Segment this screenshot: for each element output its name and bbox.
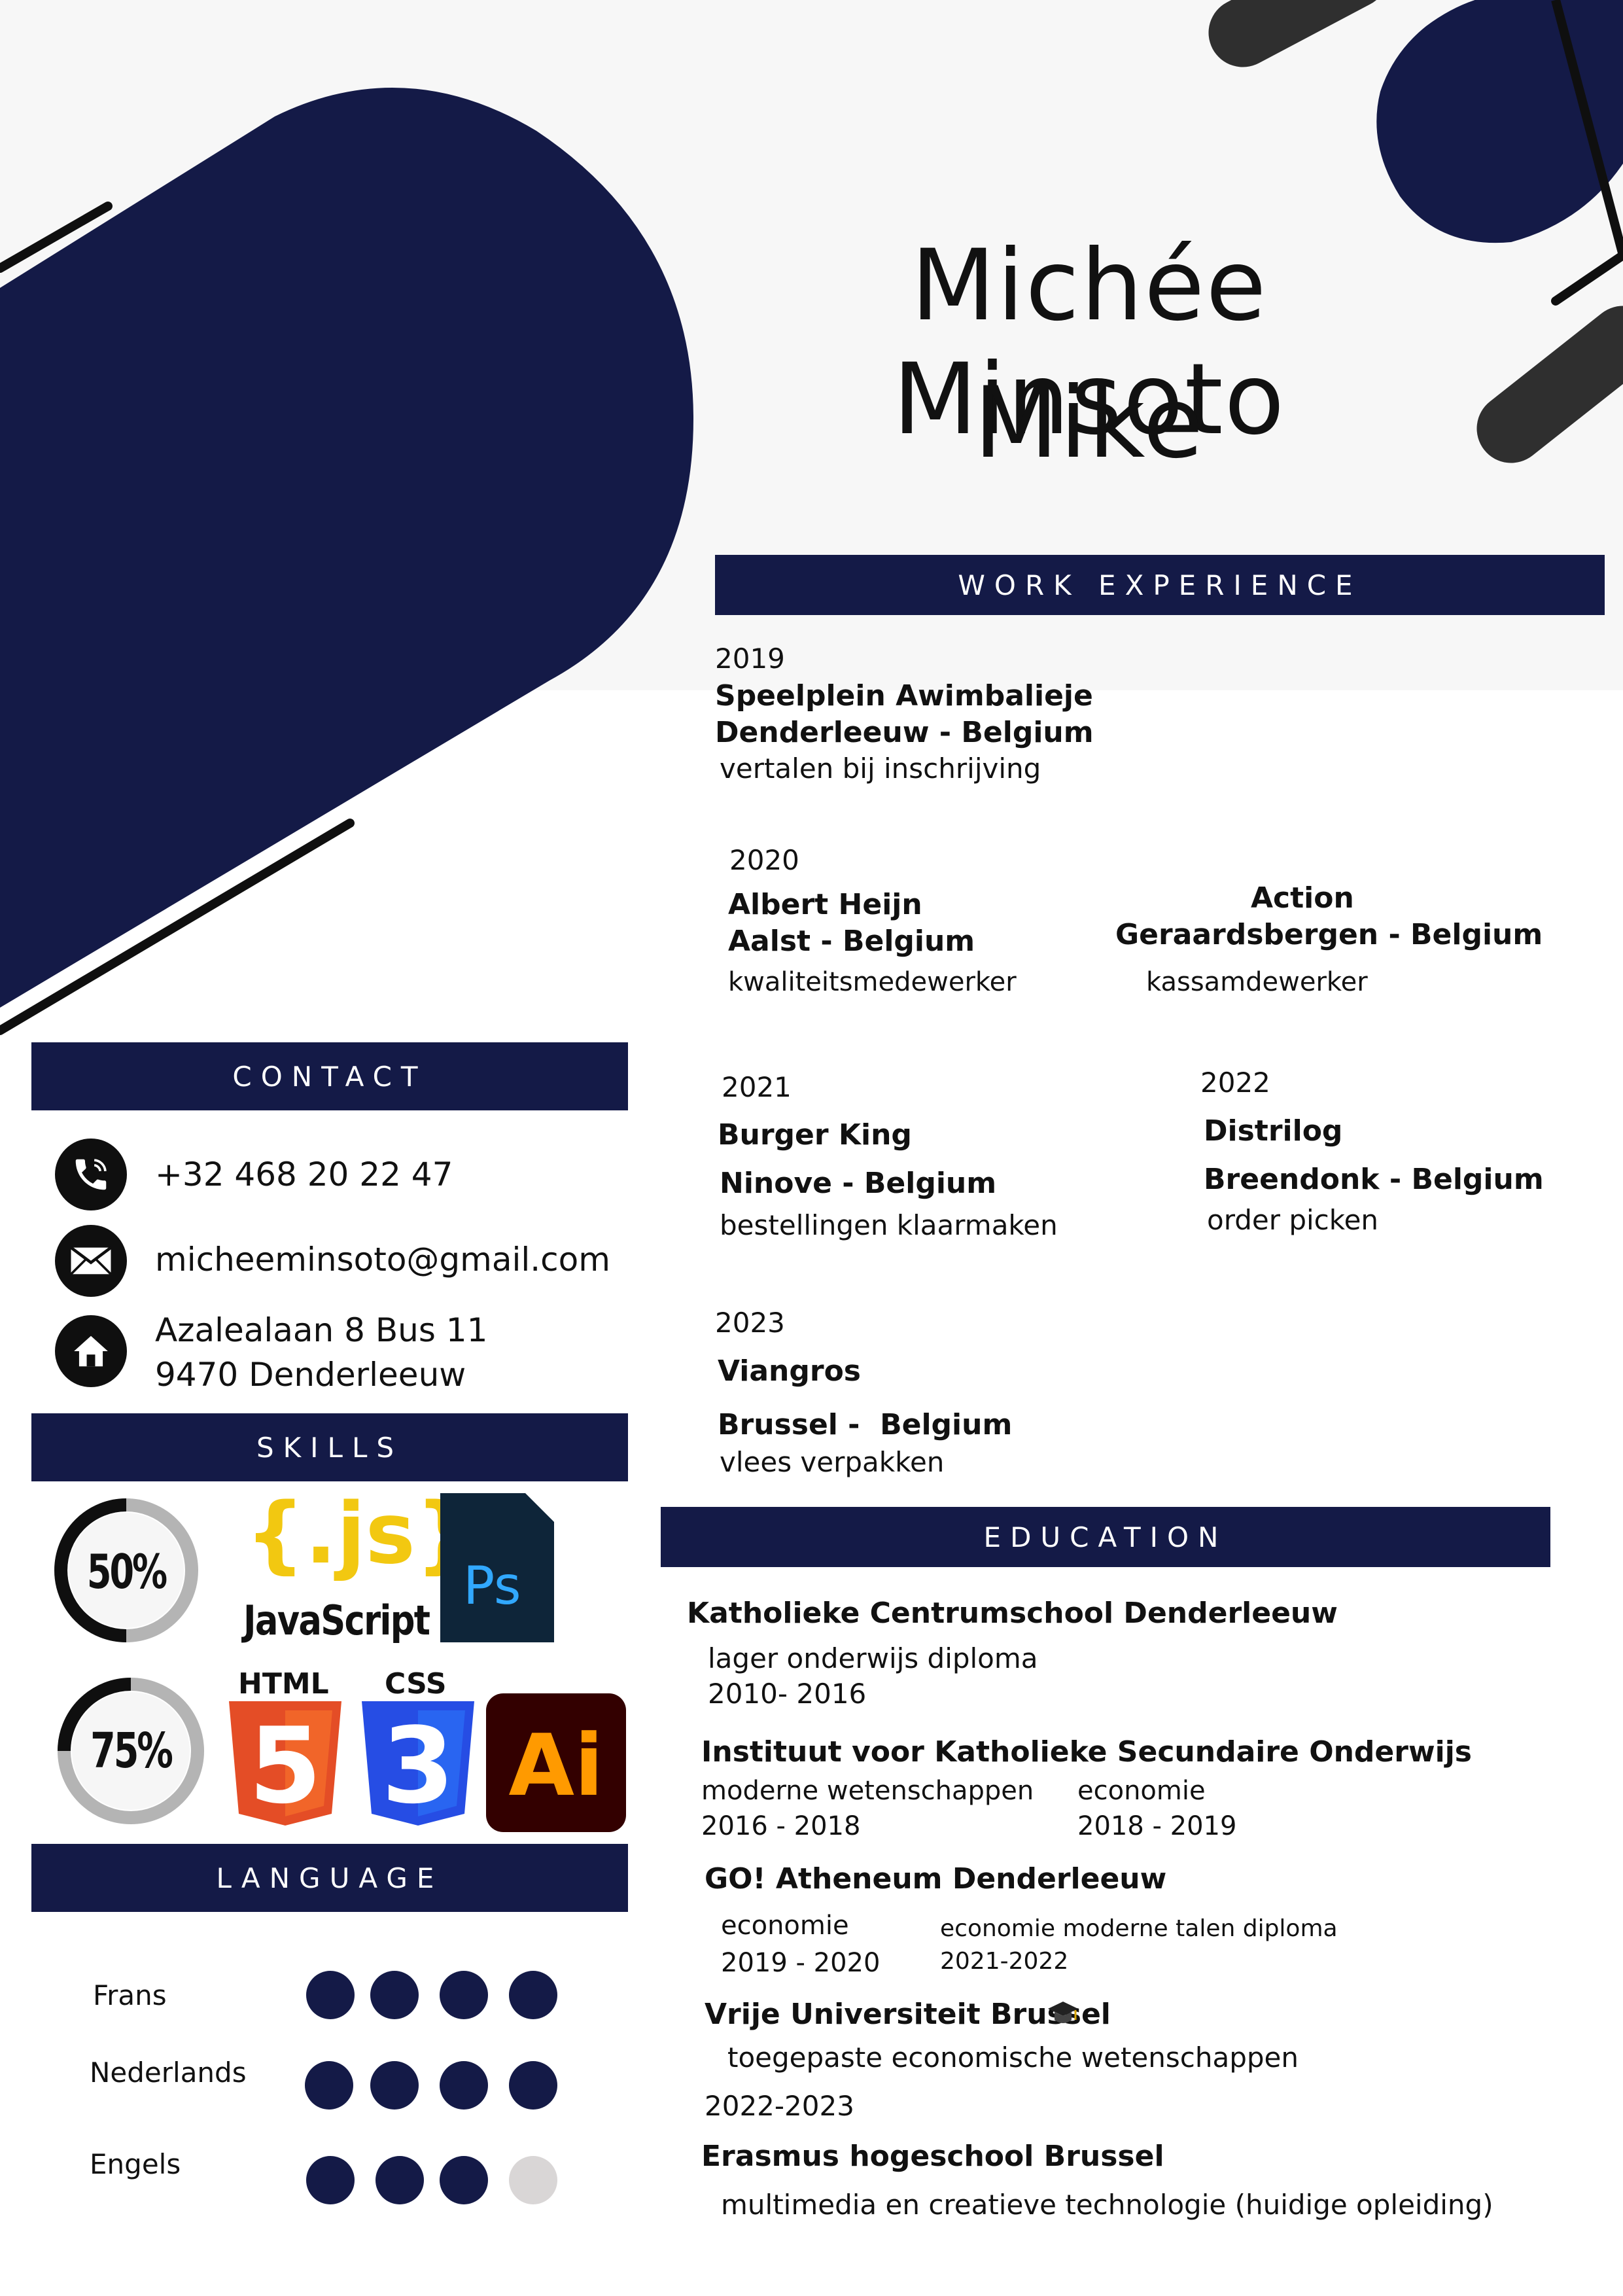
home-icon <box>55 1315 127 1387</box>
ring-progress <box>54 1498 127 1642</box>
photoshop-logo-text: Ps <box>463 1555 521 1616</box>
work-company: Viangros <box>718 1354 861 1388</box>
html-caption: HTML <box>238 1667 329 1701</box>
work-company: Distrilog <box>1204 1114 1343 1148</box>
education-years: 2016 - 2018 <box>701 1811 861 1841</box>
education-header: EDUCATION <box>661 1507 1550 1567</box>
skills-header: SKILLS <box>31 1413 628 1481</box>
language-name: Frans <box>93 1979 167 2011</box>
skill-ring-50-label: 50% <box>86 1544 167 1599</box>
skill-ring-50 <box>54 1498 198 1642</box>
work-location: Aalst - Belgium <box>728 925 975 958</box>
illustrator-logo: Ai <box>486 1693 626 1832</box>
education-years: 2022-2023 <box>705 2090 854 2122</box>
work-role: bestellingen klaarmaken <box>720 1209 1058 1241</box>
education-program: economie <box>1077 1776 1206 1806</box>
contact-address-line2: 9470 Denderleeuw <box>155 1356 466 1394</box>
illustrator-logo-text: Ai <box>508 1716 604 1815</box>
contact-address-line1: Azalealaan 8 Bus 11 <box>155 1311 488 1349</box>
education-years: 2010- 2016 <box>708 1678 867 1710</box>
ring-progress <box>58 1678 131 1752</box>
work-year: 2021 <box>722 1071 792 1103</box>
work-location: Denderleeuw - Belgium <box>715 716 1094 749</box>
language-level-dot <box>375 2156 424 2204</box>
work-company: Action <box>1251 881 1354 915</box>
education-years: 2019 - 2020 <box>721 1948 881 1978</box>
work-location: Ninove - Belgium <box>720 1167 997 1200</box>
photoshop-logo: Ps <box>440 1493 554 1642</box>
language-level-dot-empty <box>509 2156 557 2204</box>
language-level-dot <box>440 1971 488 2019</box>
work-experience-header: WORK EXPERIENCE <box>715 555 1605 615</box>
phone-icon <box>55 1139 127 1210</box>
education-years: 2021-2022 <box>940 1948 1069 1975</box>
javascript-caption: JavaScript <box>243 1597 430 1644</box>
work-location: Breendonk - Belgium <box>1204 1163 1544 1196</box>
work-company: Speelplein Awimbalieje <box>715 679 1093 713</box>
work-role: vertalen bij inschrijving <box>720 752 1041 785</box>
language-level-dot <box>370 2061 419 2110</box>
language-level-dot <box>440 2156 488 2204</box>
education-program: moderne wetenschappen <box>701 1776 1034 1806</box>
language-level-dot <box>370 1971 419 2019</box>
work-year: 2020 <box>729 844 799 876</box>
html5-logo <box>229 1701 341 1826</box>
work-role: kwaliteitsmedewerker <box>728 967 1017 997</box>
javascript-logo: {.js} <box>245 1485 475 1583</box>
education-program: economie moderne talen diploma <box>940 1915 1338 1942</box>
css3-number: 3 <box>381 1704 455 1827</box>
work-company: Albert Heijn <box>728 888 922 921</box>
work-role: kassamdewerker <box>1146 967 1368 997</box>
decorative-shapes <box>0 0 1623 1035</box>
contact-email[interactable]: micheeminsoto@gmail.com <box>155 1241 610 1279</box>
work-location: Geraardsbergen - Belgium <box>1115 918 1543 951</box>
language-header: LANGUAGE <box>31 1844 628 1912</box>
name-second-line: Mike <box>973 366 1205 480</box>
language-level-dot <box>306 2156 355 2204</box>
language-level-dot <box>305 2061 353 2110</box>
skill-ring-75-label: 75% <box>90 1723 173 1779</box>
skill-ring-75 <box>58 1678 204 1824</box>
education-program: multimedia en creatieve technologie (hui… <box>721 2189 1493 2221</box>
language-level-dot <box>306 1971 355 2019</box>
language-level-dot <box>440 2061 488 2110</box>
education-years: 2018 - 2019 <box>1077 1811 1237 1841</box>
css-caption: CSS <box>385 1667 447 1701</box>
work-role: vlees verpakken <box>720 1446 945 1478</box>
education-program: economie <box>721 1911 849 1941</box>
education-school: Erasmus hogeschool Brussel <box>701 2140 1164 2173</box>
contact-phone[interactable]: +32 468 20 22 47 <box>155 1156 453 1193</box>
language-name: Nederlands <box>90 2057 247 2089</box>
work-year: 2019 <box>715 643 785 675</box>
work-year: 2023 <box>715 1307 785 1339</box>
work-year: 2022 <box>1200 1067 1270 1099</box>
work-location: Brussel - Belgium <box>718 1408 1013 1441</box>
contact-header: CONTACT <box>31 1042 628 1110</box>
work-company: Burger King <box>718 1118 912 1152</box>
graduation-cap-icon <box>1048 2002 1078 2023</box>
education-school: Instituut voor Katholieke Secundaire Ond… <box>701 1735 1472 1769</box>
language-level-dot <box>509 1971 557 2019</box>
education-school: Vrije Universiteit Brussel <box>705 1998 1111 2031</box>
education-program: toegepaste economische wetenschappen <box>727 2041 1299 2074</box>
education-school: GO! Atheneum Denderleeuw <box>705 1862 1167 1896</box>
html5-number: 5 <box>249 1704 322 1827</box>
language-name: Engels <box>90 2148 181 2180</box>
mail-icon <box>55 1225 127 1297</box>
language-level-dot <box>509 2061 557 2110</box>
name-first-line: Michée Minsoto <box>892 229 1286 457</box>
education-program: lager onderwijs diploma <box>708 1642 1038 1674</box>
education-school: Katholieke Centrumschool Denderleeuw <box>687 1597 1338 1630</box>
css3-logo <box>362 1701 474 1826</box>
work-role: order picken <box>1207 1204 1379 1236</box>
